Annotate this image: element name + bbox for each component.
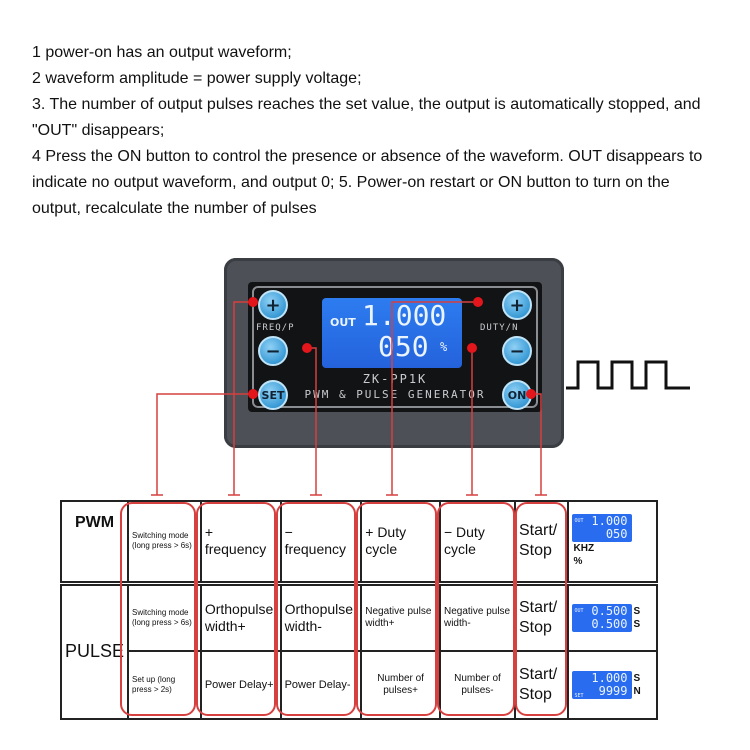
column-highlight: [276, 502, 356, 716]
unit: S: [633, 618, 641, 630]
function-table: PWM Switching mode (long press > 6s) + f…: [59, 500, 658, 720]
lcd-line2: 9999: [598, 684, 628, 698]
freq-plus-button[interactable]: +: [258, 290, 288, 320]
callout-freq-minus: [307, 347, 317, 495]
model-name: ZK-PP1K: [362, 372, 428, 386]
callout-on: [531, 393, 542, 495]
instructions: 1 power-on has an output waveform; 2 wav…: [32, 40, 722, 222]
freq-minus-button[interactable]: −: [258, 336, 288, 366]
freq-label: FREQ/P: [256, 323, 295, 333]
unit: KHZ: [573, 543, 595, 555]
lcd-tag: OUT: [574, 607, 584, 614]
pwm-label: PWM: [59, 500, 130, 584]
lcd-line2: 050: [605, 527, 628, 542]
cell: Set up (long press > 2s): [127, 650, 202, 720]
unit: S: [633, 673, 641, 684]
unit: S: [633, 605, 641, 617]
marker-dot: [248, 389, 258, 399]
note-1: 1 power-on has an output waveform;: [32, 44, 292, 61]
lcd-tag: SET: [574, 693, 584, 699]
column-highlight: [120, 502, 196, 716]
cell: Negative pulse width-: [438, 582, 516, 652]
lcd-line1: 1.000: [591, 671, 628, 685]
column-highlight: [356, 502, 437, 716]
square-wave-icon: [566, 360, 690, 390]
lcd-line2: 0.500: [591, 616, 628, 631]
cell: Switching mode (long press > 6s): [127, 582, 202, 652]
cell: Start/ Stop: [513, 582, 569, 652]
cell: − Duty cycle: [438, 500, 516, 584]
cell: Orthopulse width+: [199, 582, 282, 652]
lcd-frequency: 1.000: [362, 299, 447, 332]
pwm-generator-module: + FREQ/P − SET + DUTY/N − ON OUT 1.000 0…: [224, 258, 564, 448]
lcd-out-indicator: OUT: [330, 316, 356, 329]
device-faceplate: + FREQ/P − SET + DUTY/N − ON OUT 1.000 0…: [248, 282, 542, 412]
pulse-row-2: Set up (long press > 2s) Power Delay+ Po…: [61, 650, 658, 720]
cell: Orthopulse width-: [279, 582, 363, 652]
cell: Negative pulse width+: [360, 582, 441, 652]
note-4: 4 Press the ON button to control the pre…: [32, 148, 703, 217]
callout-duty-plus: [391, 301, 478, 495]
lcd-line1: 0.500: [591, 603, 628, 618]
cell: Power Delay+: [199, 650, 282, 720]
duty-label: DUTY/N: [480, 323, 519, 333]
column-highlight: [515, 502, 567, 716]
lcd-unit: %: [440, 340, 448, 354]
marker-dot: [526, 389, 536, 399]
column-highlight: [437, 502, 515, 716]
cell: Switching mode (long press > 6s): [127, 500, 202, 584]
lcd-line1: 1.000: [591, 514, 628, 529]
note-3: 3. The number of output pulses reaches t…: [32, 96, 701, 139]
cell: + Duty cycle: [360, 500, 441, 584]
pwm-row: PWM Switching mode (long press > 6s) + f…: [59, 500, 658, 584]
note-2: 2 waveform amplitude = power supply volt…: [32, 70, 362, 87]
cell: Power Delay-: [279, 650, 363, 720]
marker-dot: [473, 297, 483, 307]
column-highlight: [196, 502, 276, 716]
cell: − frequency: [279, 500, 363, 584]
set-button[interactable]: SET: [258, 380, 288, 410]
duty-minus-button[interactable]: −: [502, 336, 532, 366]
panel-frame: [252, 286, 538, 408]
device-subtitle: PWM & PULSE GENERATOR: [304, 388, 486, 401]
unit: %: [573, 556, 583, 568]
callout-freq-plus: [233, 301, 253, 495]
callout-set: [156, 393, 253, 495]
pulse-label: PULSE: [59, 582, 130, 720]
pulse-row-1: PULSE Switching mode (long press > 6s) O…: [59, 582, 658, 720]
marker-dot: [248, 297, 258, 307]
lcd-tag: OUT: [574, 518, 584, 525]
duty-plus-button[interactable]: +: [502, 290, 532, 320]
marker-dot: [302, 343, 312, 353]
marker-dot: [467, 343, 477, 353]
unit: N: [633, 686, 641, 697]
lcd-duty: 050: [378, 330, 429, 363]
